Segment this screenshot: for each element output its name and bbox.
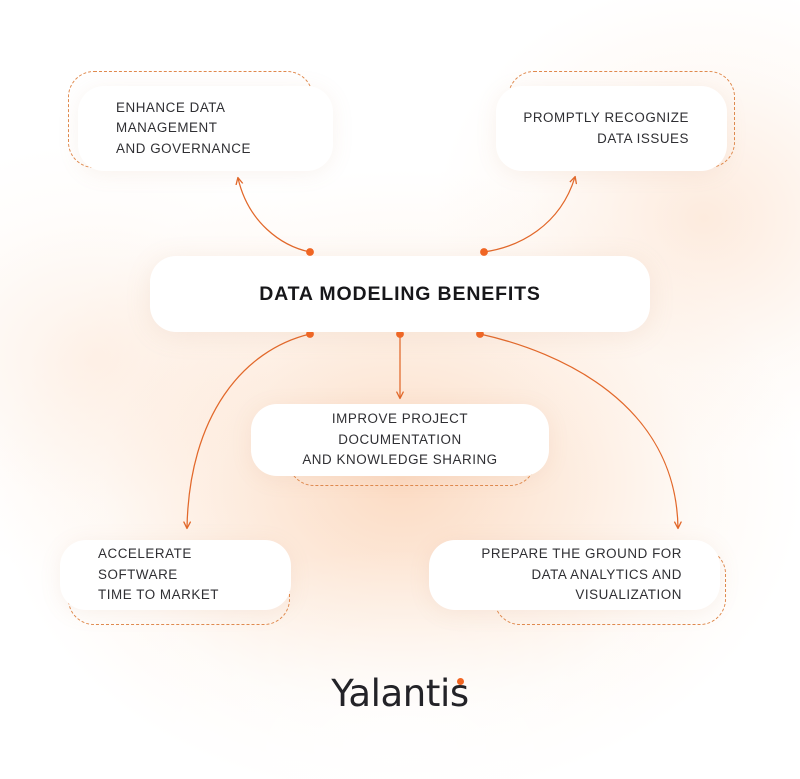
brand-logo: Yalantis (0, 672, 800, 715)
logo-text: Yalantis (331, 672, 469, 715)
logo-accent-dot-icon (456, 678, 464, 685)
hub-title: DATA MODELING BENEFITS (259, 282, 541, 305)
node-card-enhance-data-management[interactable]: ENHANCE DATA MANAGEMENT AND GOVERNANCE (78, 86, 333, 171)
node-label-improve-project-documentation: IMPROVE PROJECT DOCUMENTATION AND KNOWLE… (302, 411, 498, 468)
node-card-promptly-recognize-data-issues[interactable]: PROMPTLY RECOGNIZE DATA ISSUES (496, 86, 727, 171)
node-label-enhance-data-management: ENHANCE DATA MANAGEMENT AND GOVERNANCE (116, 99, 251, 156)
node-label-prepare-the-ground-for-data-analytics: PREPARE THE GROUND FOR DATA ANALYTICS AN… (481, 546, 682, 603)
connector-hub-to-improve-project-documentation (396, 330, 404, 398)
logo-wordmark: Yalantis (331, 672, 469, 715)
node-label-accelerate-software-time-to-market: ACCELERATE SOFTWARE TIME TO MARKET (98, 546, 220, 603)
node-card-improve-project-documentation[interactable]: IMPROVE PROJECT DOCUMENTATION AND KNOWLE… (251, 404, 549, 476)
hub-card-data-modeling-benefits[interactable]: DATA MODELING BENEFITS (150, 256, 650, 332)
node-card-accelerate-software-time-to-market[interactable]: ACCELERATE SOFTWARE TIME TO MARKET (60, 540, 291, 610)
node-label-promptly-recognize-data-issues: PROMPTLY RECOGNIZE DATA ISSUES (523, 110, 689, 146)
connector-hub-to-promptly-recognize-data-issues (480, 177, 575, 256)
node-card-prepare-the-ground-for-data-analytics[interactable]: PREPARE THE GROUND FOR DATA ANALYTICS AN… (429, 540, 720, 610)
connector-hub-to-enhance-data-management (238, 178, 314, 256)
